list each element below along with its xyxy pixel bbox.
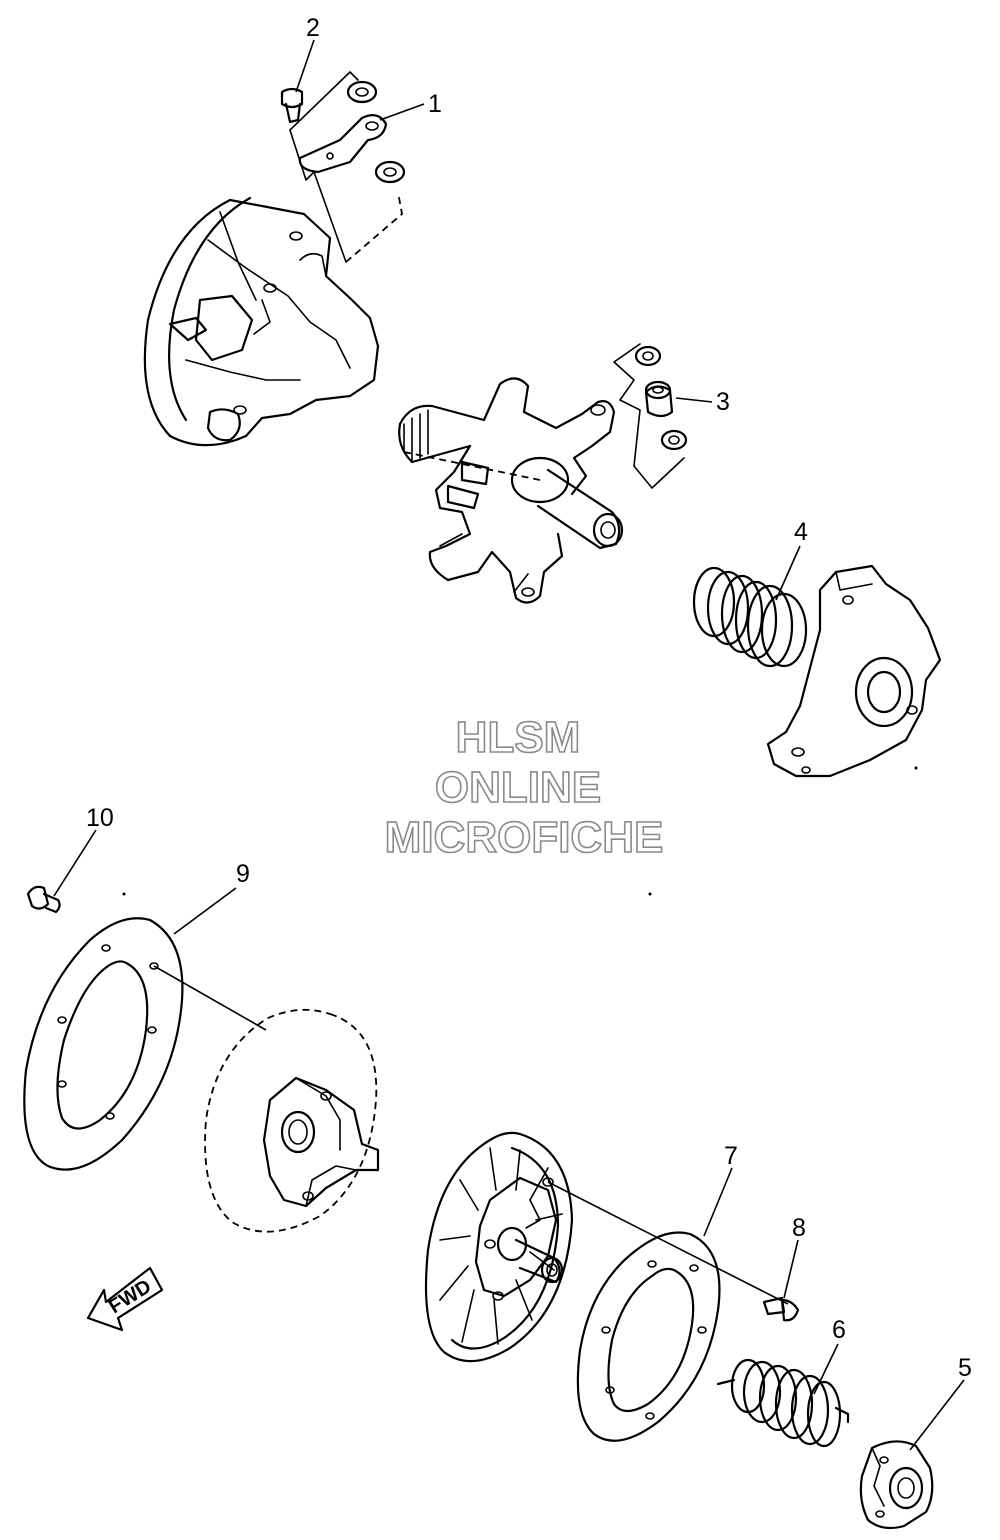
leader-lines xyxy=(53,39,965,1451)
speck-dot xyxy=(914,766,918,770)
part-10-bolt xyxy=(26,885,61,914)
callout-5: 5 xyxy=(958,1354,972,1382)
part-1-weight-lever xyxy=(289,71,406,263)
part-2-pin xyxy=(280,87,304,124)
speck-dot xyxy=(648,892,652,896)
secondary-sliding-sheave xyxy=(424,1131,574,1363)
watermark-line-2: ONLINE xyxy=(435,763,601,812)
primary-fixed-sheave xyxy=(143,196,380,447)
part-3-bushings xyxy=(613,343,688,489)
part-9-alignment-line xyxy=(153,965,267,1031)
callout-8: 8 xyxy=(792,1214,806,1242)
callout-1: 1 xyxy=(428,90,442,118)
callout-2: 2 xyxy=(306,14,320,42)
watermark-line-1: HLSM xyxy=(456,713,581,762)
primary-cover xyxy=(766,564,942,778)
part-7-alignment-line xyxy=(547,1181,789,1305)
watermark: HLSM ONLINE MICROFICHE xyxy=(384,712,664,863)
spider xyxy=(398,377,624,604)
part-8-bolt xyxy=(762,1296,800,1322)
part-5-cam xyxy=(859,1440,934,1530)
callout-4: 4 xyxy=(794,518,808,546)
fwd-label: FWD xyxy=(105,1275,155,1318)
callout-numbers: 2 1 3 4 10 9 7 8 6 5 xyxy=(86,14,972,1382)
secondary-fixed-sheave xyxy=(204,1008,380,1233)
part-4-primary-spring xyxy=(692,566,808,668)
callout-6: 6 xyxy=(832,1316,846,1344)
watermark-line-3: MICROFICHE xyxy=(385,813,664,862)
part-9-plate xyxy=(23,892,184,1171)
callout-9: 9 xyxy=(236,860,250,888)
forward-direction-arrow: FWD xyxy=(86,1266,164,1332)
callout-10: 10 xyxy=(86,804,114,832)
callout-3: 3 xyxy=(716,388,730,416)
part-6-secondary-spring xyxy=(716,1358,850,1448)
part-7-plate xyxy=(576,1231,721,1442)
callout-7: 7 xyxy=(724,1142,738,1170)
